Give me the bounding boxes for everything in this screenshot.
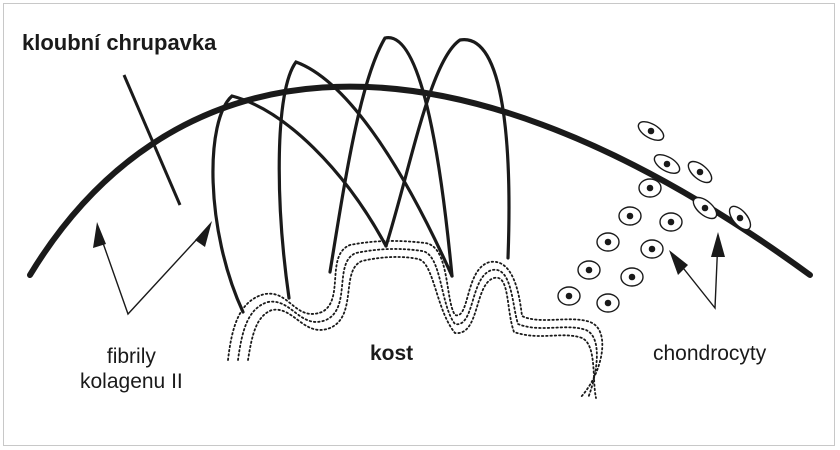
chondrocyte [618, 206, 642, 226]
collagen-fibrils [211, 36, 511, 314]
fibril-4 [384, 38, 511, 260]
chondrocyte [620, 267, 644, 287]
arrowhead-fibril-left [93, 222, 106, 248]
cartilage-label: kloubní chrupavka [22, 30, 217, 55]
arrowheads [93, 221, 725, 275]
fibrils-label: fibrily kolagenu II [80, 344, 183, 394]
chondrocyte [637, 121, 665, 141]
arrowhead-fibril-right [195, 221, 212, 247]
chondrocyte [638, 178, 662, 198]
chondrocyte [728, 205, 752, 231]
fibril-3 [328, 36, 454, 278]
chondrocytes-pointer [671, 237, 719, 310]
chondrocytes [557, 121, 752, 313]
chondrocyte [653, 154, 681, 174]
fibril-1 [211, 94, 388, 314]
chondrocyte [577, 260, 601, 280]
arrowhead-chondrocyte-right [711, 232, 725, 257]
chondrocytes-label: chondrocyty [653, 342, 767, 365]
cartilage-surface [27, 83, 813, 278]
chondrocyte [596, 293, 620, 313]
fibrils-label-line1: fibrily [106, 345, 156, 368]
bone-label: kost [370, 342, 414, 365]
bone-contour-middle [237, 248, 598, 399]
chondrocyte [692, 196, 718, 220]
fibrils-pointer [96, 224, 211, 316]
pointer-arrows [96, 224, 719, 316]
bone-contour [227, 240, 604, 399]
arrowhead-chondrocyte-left [669, 250, 688, 275]
bone-contour-inner [247, 256, 597, 399]
bone-contour-outer [227, 240, 604, 399]
chondrocyte [659, 212, 683, 232]
cartilage-pointer [122, 74, 182, 206]
chondrocyte [557, 286, 581, 306]
chondrocyte [640, 239, 664, 259]
fibrils-label-line2: kolagenu II [80, 370, 183, 394]
chondrocyte [687, 160, 713, 184]
chondrocyte [596, 232, 620, 252]
